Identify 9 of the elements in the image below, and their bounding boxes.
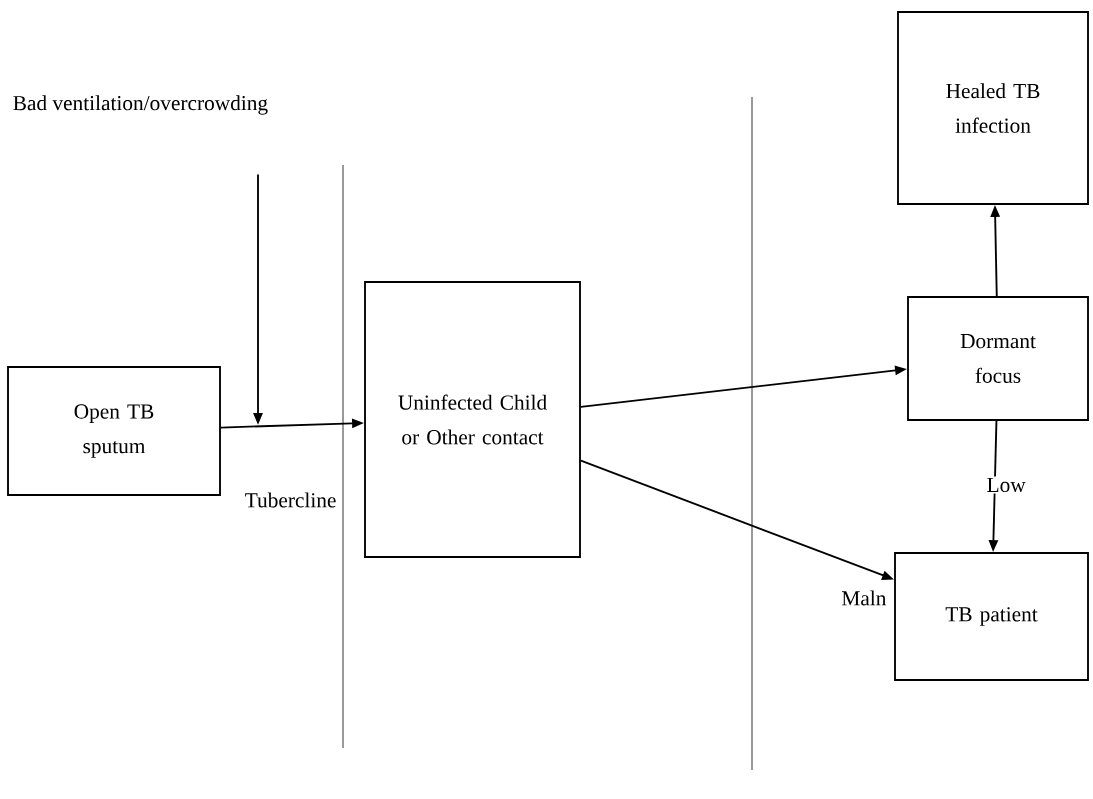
edge-label: Maln: [840, 589, 888, 607]
process-box: Uninfected Child or Other contact: [364, 281, 581, 558]
process-box: Open TB sputum: [7, 366, 221, 496]
process-box: Dormant focus: [907, 296, 1089, 421]
edge-label: Low: [985, 476, 1028, 494]
edge-label: Tubercline: [243, 491, 338, 509]
process-box: TB patient: [894, 552, 1089, 681]
process-box: Healed TB infection: [897, 11, 1089, 205]
cause-text: Bad ventilation/overcrowding: [13, 95, 268, 115]
